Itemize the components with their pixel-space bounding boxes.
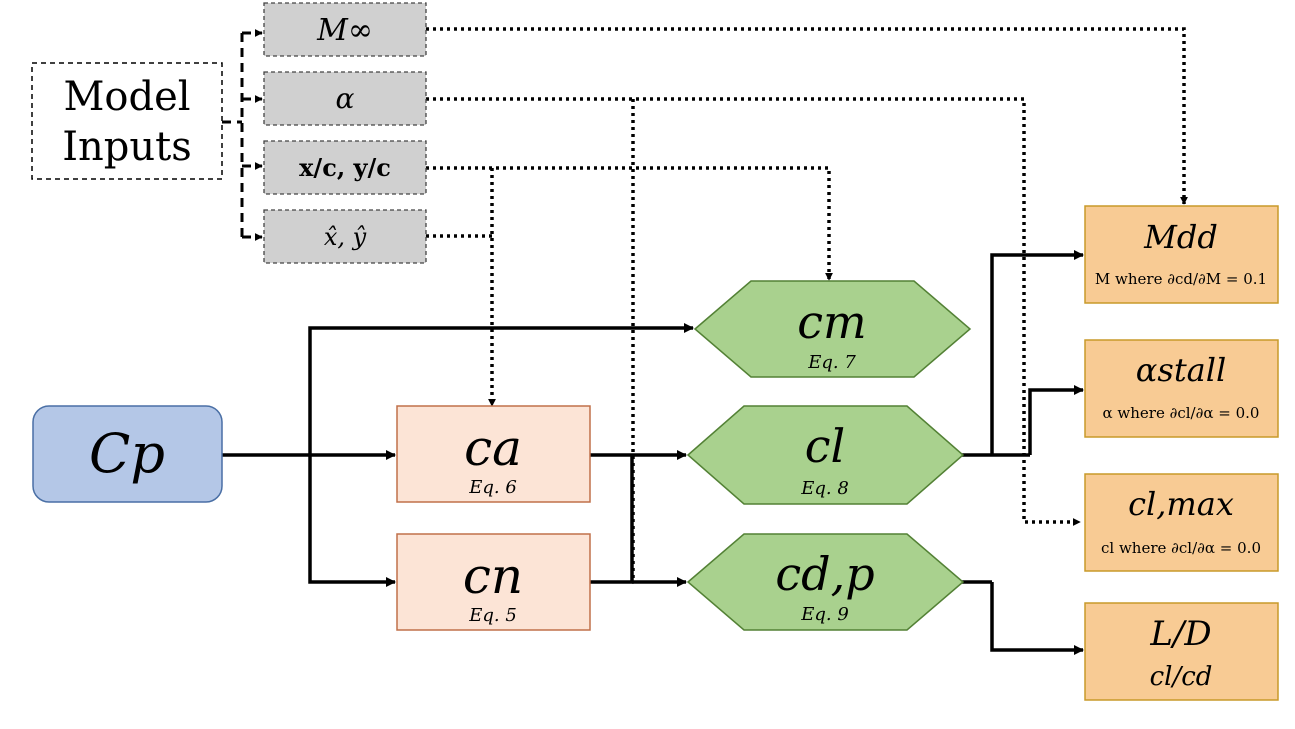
cl-node: cl Eq. 8 (686, 405, 965, 505)
input-label-normals: x̂, ŷ (324, 223, 367, 251)
output-clmax-sub: cl where ∂cl/∂α = 0.0 (1101, 539, 1261, 557)
output-mdd-sub: M where ∂cd/∂M = 0.1 (1095, 270, 1267, 288)
input-label-coords: x/c, y/c (299, 153, 391, 182)
output-clmax: cl,max cl where ∂cl/∂α = 0.0 (1084, 473, 1279, 572)
cn-eq: Eq. 5 (468, 605, 517, 626)
output-mdd: Mdd M where ∂cd/∂M = 0.1 (1084, 205, 1279, 304)
ca-node: ca Eq. 6 (396, 405, 591, 503)
connectors (222, 27, 1188, 655)
cp-node: Cp (32, 405, 223, 503)
cl-label: cl (805, 419, 845, 473)
input-label-alpha: α (336, 82, 355, 115)
model-inputs-box: Model Inputs (31, 62, 223, 180)
cl-eq: Eq. 8 (800, 478, 849, 499)
input-box-alpha: α (263, 71, 427, 126)
cdp-label: cd,p (775, 547, 874, 601)
cdp-eq: Eq. 9 (800, 604, 849, 625)
output-astall: αstall α where ∂cl/∂α = 0.0 (1084, 339, 1279, 438)
cm-label: cm (797, 295, 866, 349)
output-ld-label: L/D (1149, 614, 1211, 654)
cp-label: Cp (89, 422, 165, 485)
input-label-mach: M∞ (316, 13, 373, 48)
solid-flows (222, 250, 1084, 655)
output-ld-sub: cl/cd (1150, 662, 1213, 692)
ca-label: ca (464, 419, 522, 477)
cn-label: cn (463, 547, 523, 605)
cm-node: cm Eq. 7 (693, 280, 972, 378)
output-clmax-label: cl,max (1128, 485, 1234, 523)
output-astall-label: αstall (1136, 351, 1226, 389)
input-box-normals: x̂, ŷ (263, 209, 427, 264)
cm-eq: Eq. 7 (807, 352, 856, 373)
model-inputs-title-line2: Inputs (62, 124, 192, 170)
ca-eq: Eq. 6 (468, 477, 517, 498)
model-inputs-bracket (222, 29, 263, 241)
input-box-coords: x/c, y/c (263, 140, 427, 195)
output-ld: L/D cl/cd (1084, 602, 1279, 701)
output-astall-sub: α where ∂cl/∂α = 0.0 (1103, 404, 1260, 422)
cn-node: cn Eq. 5 (396, 533, 591, 631)
input-box-mach: M∞ (263, 2, 427, 57)
cdp-node: cd,p Eq. 9 (686, 533, 965, 631)
model-inputs-title-line1: Model (63, 74, 190, 120)
output-mdd-label: Mdd (1143, 218, 1218, 256)
